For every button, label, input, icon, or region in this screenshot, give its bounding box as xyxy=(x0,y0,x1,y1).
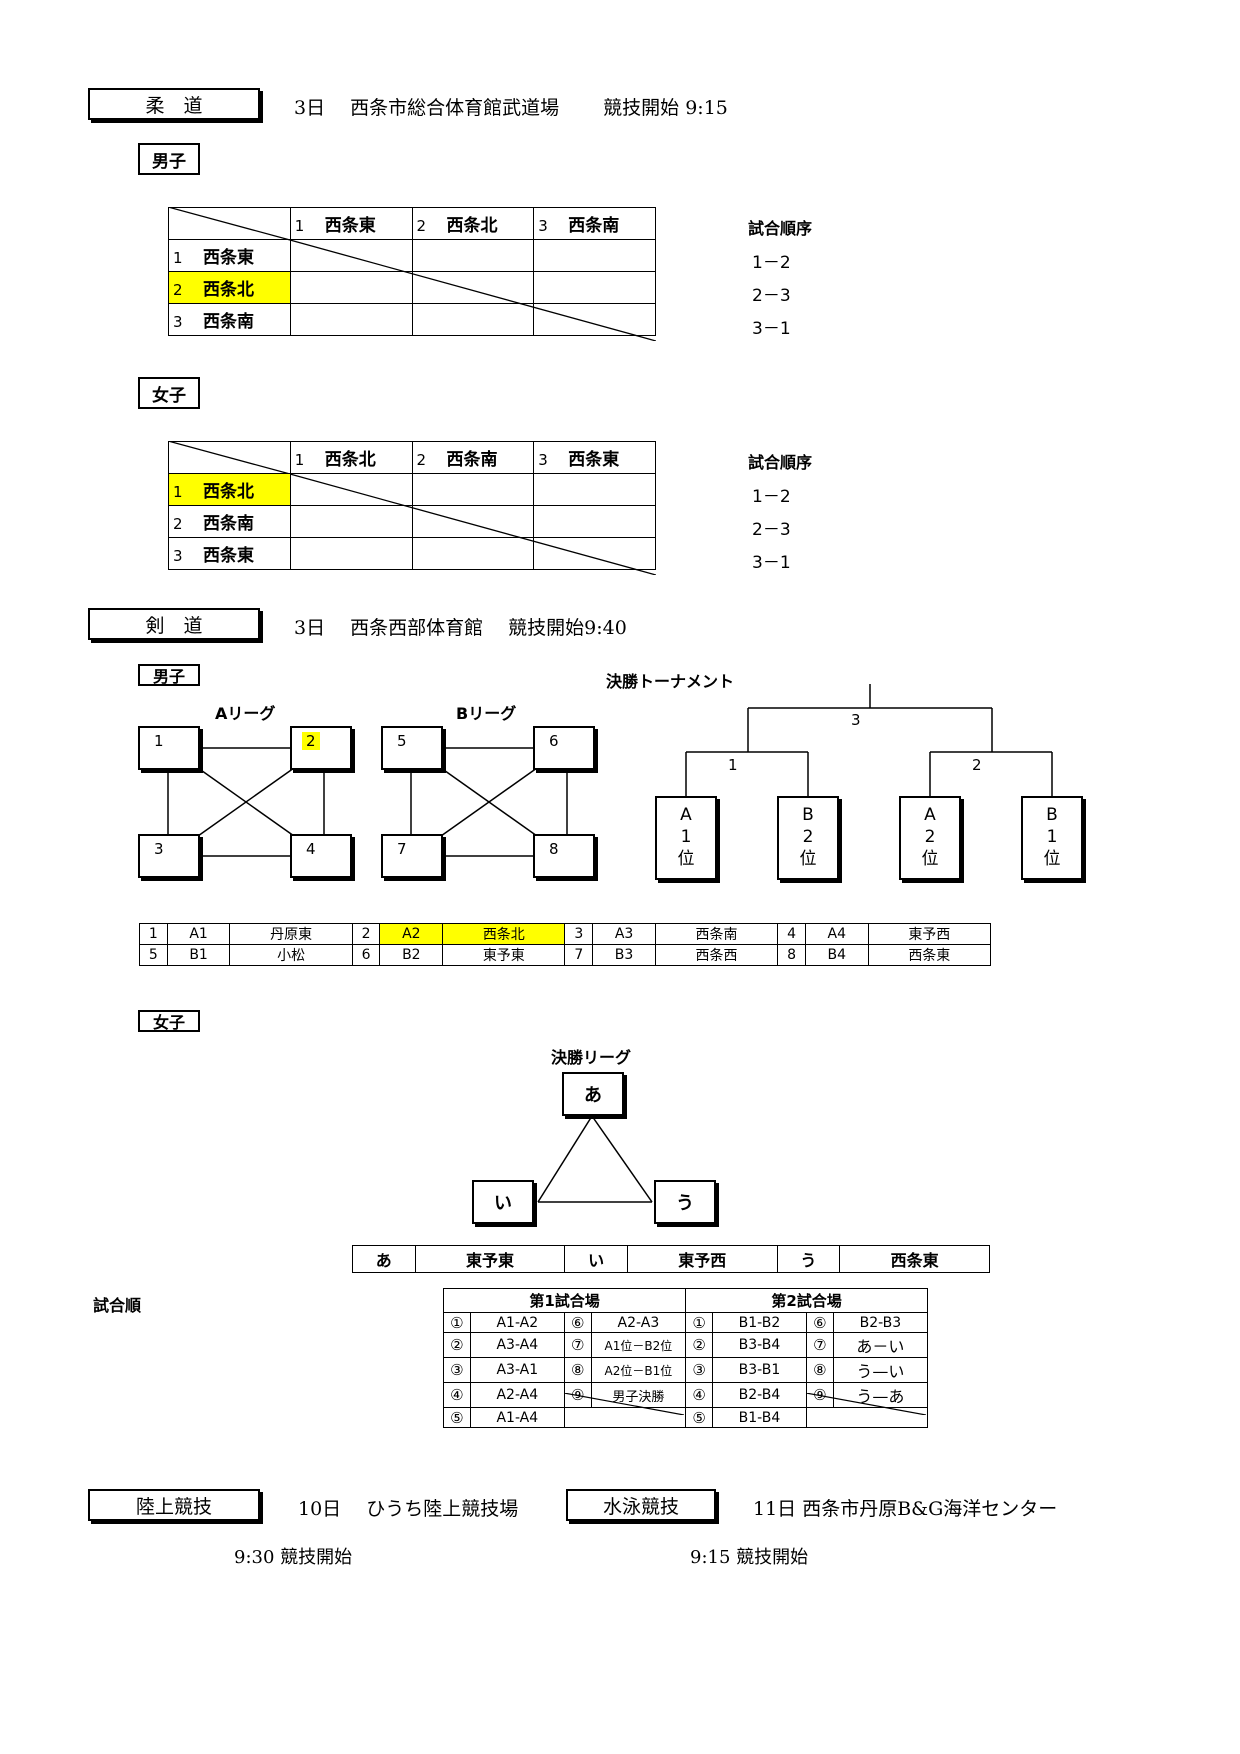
kendo-men-entry-table: 1 A1 丹原東 2 A2 西条北 3 A3 西条南 4 A4 東予西 5 B1… xyxy=(139,923,992,966)
league-b-node-7: 7 xyxy=(381,834,443,878)
swimming-start: 9:15 競技開始 xyxy=(690,1547,809,1568)
table-row: 第1試合場 第2試合場 xyxy=(442,1288,928,1313)
women-final-league-label: 決勝リーグ xyxy=(551,1048,632,1067)
league-b-label: Bリーグ xyxy=(456,704,517,723)
judo-women-order-2: 2－3 xyxy=(752,520,791,540)
league-b-node-8: 8 xyxy=(533,834,595,878)
kendo-section-title: 剣 道 xyxy=(88,608,260,640)
women-pool-table: あ 東予東 い 東予西 う 西条東 xyxy=(352,1245,990,1273)
judo-women-order-1: 1－2 xyxy=(752,487,791,507)
kendo-women-label: 女子 xyxy=(138,1010,200,1032)
swimming-info: 11日 西条市丹原B&G海洋センター xyxy=(753,1498,1058,1520)
final-round-final: 3 xyxy=(851,711,861,729)
women-triangle-lines xyxy=(537,1115,653,1203)
final-tournament-label: 決勝トーナメント xyxy=(606,672,735,691)
judo-men-label: 男子 xyxy=(138,143,200,175)
league-a-node-3: 3 xyxy=(138,834,200,878)
judo-info: 3日 西条市総合体育館武道場 競技開始 9:15 xyxy=(294,97,728,119)
athletics-start: 9:30 競技開始 xyxy=(234,1547,353,1568)
athletics-info: 10日 ひうち陸上競技場 xyxy=(298,1498,519,1520)
schedule-label: 試合順 xyxy=(93,1296,142,1315)
women-node-i: い xyxy=(472,1180,534,1224)
kendo-men-label: 男子 xyxy=(138,664,200,686)
women-node-u: う xyxy=(654,1180,716,1224)
corner-cell xyxy=(168,441,291,474)
judo-women-order-3: 3－1 xyxy=(752,553,791,573)
kendo-info: 3日 西条西部体育館 競技開始9:40 xyxy=(294,617,627,639)
league-a-node-1: 1 xyxy=(138,726,200,770)
judo-men-order-2: 2－3 xyxy=(752,286,791,306)
final-bracket-lines xyxy=(685,684,1053,796)
judo-men-order-3: 3－1 xyxy=(752,319,791,339)
women-node-a: あ xyxy=(562,1072,624,1116)
empty-cell xyxy=(805,1407,929,1428)
league-b-node-6: 6 xyxy=(533,726,595,770)
league-b-node-5: 5 xyxy=(381,726,443,770)
table-row: 1 A1 丹原東 2 A2 西条北 3 A3 西条南 4 A4 東予西 xyxy=(139,923,992,945)
table-row: あ 東予東 い 東予西 う 西条東 xyxy=(352,1245,990,1273)
judo-men-order-header: 試合順序 xyxy=(748,219,813,238)
judo-women-order-header: 試合順序 xyxy=(748,453,813,472)
league-a-label: Aリーグ xyxy=(215,704,276,723)
league-a-node-4: 4 xyxy=(290,834,352,878)
corner-cell xyxy=(168,207,291,240)
table-row: 5 B1 小松 6 B2 東予東 7 B3 西条西 8 B4 西条東 xyxy=(139,944,992,966)
final-round-semi-2: 2 xyxy=(972,756,982,774)
final-round-semi-1: 1 xyxy=(728,756,738,774)
athletics-section-title: 陸上競技 xyxy=(88,1489,260,1521)
judo-women-label: 女子 xyxy=(138,377,200,409)
league-a-node-2: 2 xyxy=(290,726,352,770)
judo-men-order-1: 1－2 xyxy=(752,253,791,273)
swimming-section-title: 水泳競技 xyxy=(566,1489,716,1521)
empty-cell xyxy=(563,1407,687,1428)
judo-section-title: 柔 道 xyxy=(88,88,260,120)
